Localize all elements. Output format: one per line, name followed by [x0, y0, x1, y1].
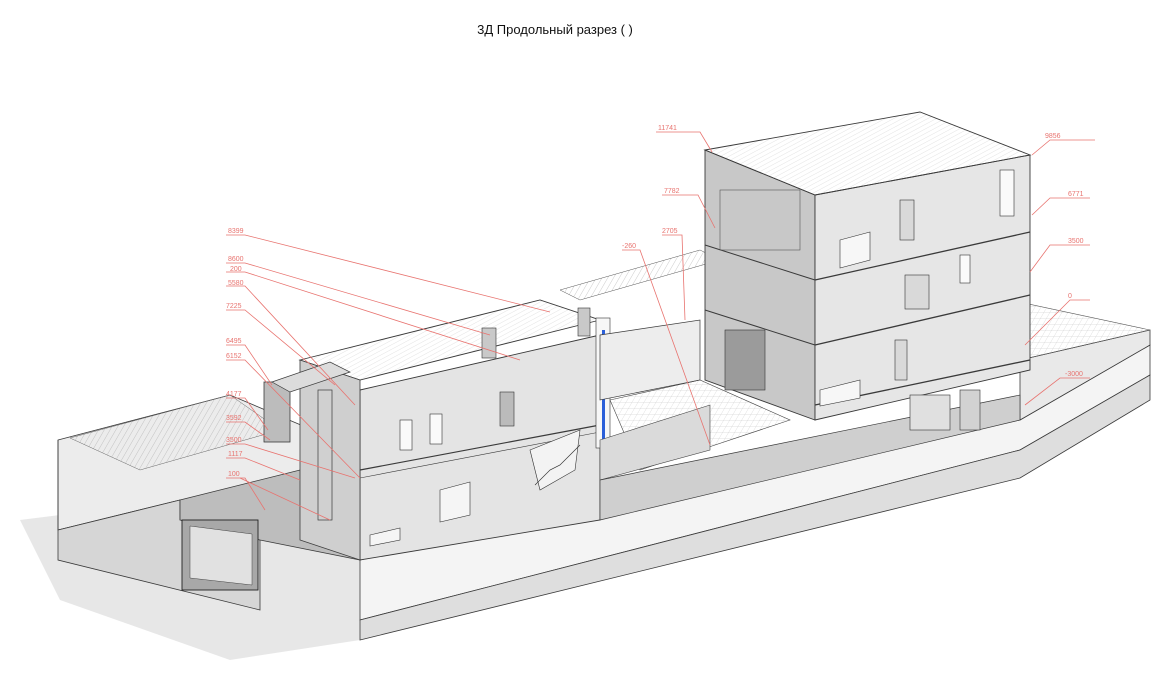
elevation-mark-8600: 8600 — [228, 256, 244, 263]
elevation-mark-6495: 6495 — [226, 338, 242, 345]
elevation-mark-neg3000: -3000 — [1065, 371, 1083, 378]
elevation-mark-neg260: -260 — [622, 243, 636, 250]
elevation-mark-7225: 7225 — [226, 303, 242, 310]
elevation-mark-9856: 9856 — [1045, 133, 1061, 140]
right-tower — [703, 111, 1032, 431]
elevation-mark-200: 200 — [230, 266, 242, 273]
elevation-mark-8399: 8399 — [228, 228, 244, 235]
left-building — [263, 299, 611, 561]
page-title: 3Д Продольный разрез ( ) — [477, 22, 633, 37]
elevation-mark-3500-right: 3500 — [1068, 238, 1084, 245]
elevation-mark-2705: 2705 — [662, 228, 678, 235]
elevation-mark-1117: 1117 — [228, 451, 243, 458]
elevation-mark-0: 0 — [1068, 293, 1072, 300]
elevation-mark-7782: 7782 — [664, 188, 680, 195]
elevation-mark-6771: 6771 — [1068, 191, 1084, 198]
elevation-mark-100: 100 — [228, 471, 240, 478]
annotation-leaders — [226, 131, 1095, 521]
elevation-mark-3500-left: 3500 — [226, 437, 242, 444]
elevation-mark-5580: 5580 — [228, 280, 244, 287]
elevation-mark-3592: 3592 — [226, 415, 242, 422]
elevation-mark-6152: 6152 — [226, 353, 242, 360]
elevation-mark-11741: 11741 — [658, 125, 677, 132]
elevation-mark-4177: 4177 — [226, 391, 242, 398]
elevation-marks: 11741 9856 7782 2705 -260 6771 3500 0 -3… — [226, 125, 1084, 478]
